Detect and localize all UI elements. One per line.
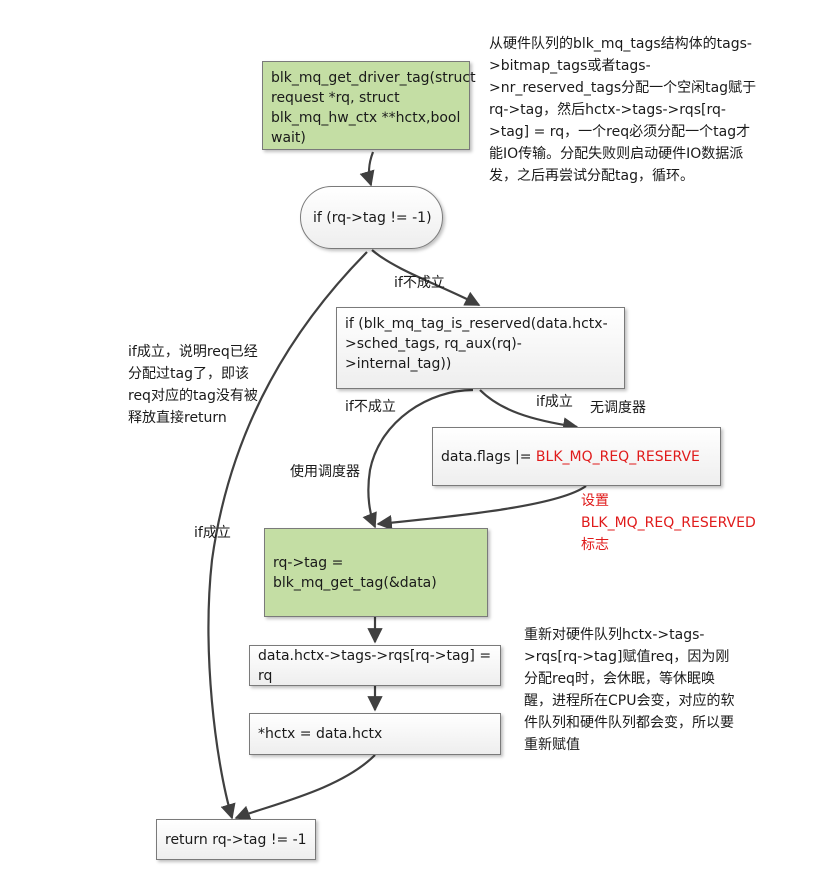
- label-no-scheduler: 无调度器: [590, 400, 646, 416]
- arrow-check-to-reserved: [371, 249, 481, 306]
- arrow-flags-to-gettag: [376, 485, 587, 531]
- assign-rqs-box: data.hctx->tags->rqs[rq->tag] = rq: [249, 645, 501, 686]
- arrow-hctx-to-return: [234, 754, 376, 821]
- check-tag-text: if (rq->tag != -1): [313, 209, 432, 226]
- set-flags-box: data.flags |= BLK_MQ_REQ_RESERVE: [432, 427, 721, 486]
- set-flags-value: BLK_MQ_REQ_RESERVE: [535, 448, 700, 465]
- label-if-not-true-2: if不成立: [345, 399, 396, 415]
- set-flags-prefix: data.flags |=: [441, 448, 536, 465]
- check-reserved-text: if (blk_mq_tag_is_reserved(data.hctx->sc…: [345, 316, 608, 372]
- get-tag-box: rq->tag = blk_mq_get_tag(&data): [264, 528, 488, 617]
- check-tag-box: if (rq->tag != -1): [300, 186, 443, 249]
- assign-hctx-box: *hctx = data.hctx: [249, 713, 501, 755]
- note-set-reserved: 设置BLK_MQ_REQ_RESERVED标志: [581, 493, 756, 553]
- get-driver-tag-box: blk_mq_get_driver_tag(struct request *rq…: [262, 61, 476, 150]
- note-left-middle: if成立，说明req已经分配过tag了，即该req对应的tag没有被释放直接re…: [128, 344, 258, 426]
- assign-hctx-text: *hctx = data.hctx: [258, 726, 383, 742]
- arrow-start-to-check: [359, 151, 375, 187]
- return-text: return rq->tag != -1: [165, 831, 307, 848]
- label-use-scheduler: 使用调度器: [290, 464, 360, 480]
- get-tag-text: rq->tag = blk_mq_get_tag(&data): [273, 554, 437, 591]
- arrow-check-to-return: [207, 251, 368, 820]
- label-if-true-left: if成立: [194, 525, 231, 541]
- arrow-reserved-to-flags: [479, 389, 579, 433]
- get-driver-tag-text: blk_mq_get_driver_tag(struct request *rq…: [271, 70, 476, 146]
- label-if-not-true-1: if不成立: [394, 275, 445, 291]
- note-top-right: 从硬件队列的blk_mq_tags结构体的tags->bitmap_tags或者…: [489, 36, 757, 184]
- arrow-reserved-to-gettag: [362, 388, 474, 529]
- check-reserved-box: if (blk_mq_tag_is_reserved(data.hctx->sc…: [336, 307, 625, 389]
- note-bottom-right: 重新对硬件队列hctx->tags->rqs[rq->tag]赋值req，因为刚…: [524, 627, 735, 753]
- return-box: return rq->tag != -1: [156, 819, 316, 860]
- assign-rqs-text: data.hctx->tags->rqs[rq->tag] = rq: [258, 647, 492, 684]
- label-if-true-reserved: if成立: [536, 394, 573, 410]
